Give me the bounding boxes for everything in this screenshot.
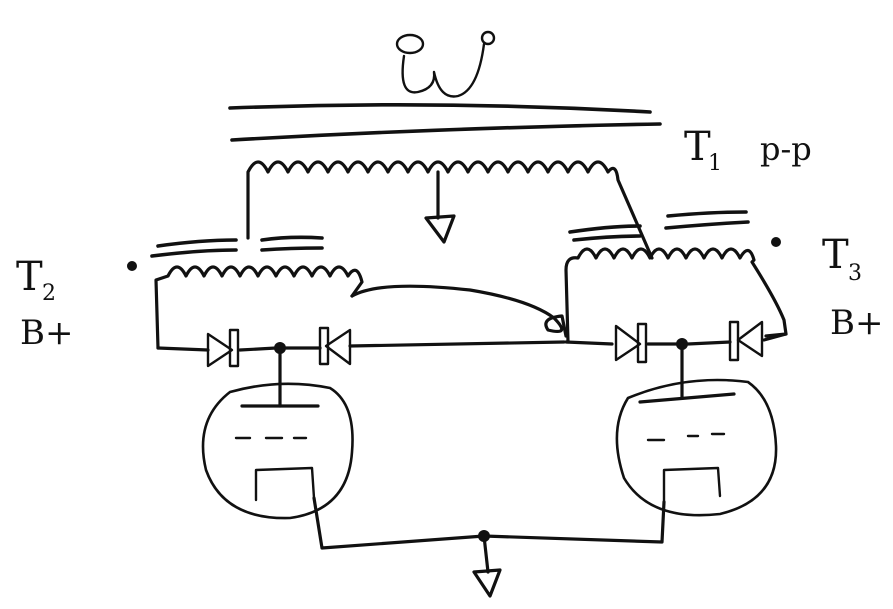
t3-core (568, 210, 750, 242)
t1-winding (246, 160, 654, 260)
t2-core (150, 235, 324, 258)
t1-note: p-p (760, 130, 812, 168)
vacuum-tube-icon (615, 342, 778, 517)
speaker-icon (395, 30, 496, 98)
bplus-right-label: B+ (830, 303, 883, 343)
t1-label: T (684, 124, 711, 170)
t1-subscript: 1 (708, 151, 722, 176)
diode-icon (318, 326, 352, 366)
t2-subscript: 2 (42, 281, 56, 306)
ground-icon (424, 214, 456, 244)
crossover-wire (350, 284, 568, 338)
t1-core (228, 103, 662, 142)
junction-dot (478, 530, 490, 542)
bplus-left-label: B+ (20, 313, 73, 353)
diode-icon (728, 320, 764, 362)
t2-winding (154, 265, 364, 350)
t3-label: T (822, 232, 849, 278)
t3-subscript: 3 (848, 261, 862, 286)
t2-label: T (16, 254, 43, 300)
right-rail (564, 332, 788, 346)
diode-icon (206, 328, 240, 368)
ground-icon (472, 568, 502, 598)
phase-dot-t2 (127, 261, 137, 271)
left-rail (156, 340, 566, 352)
t3-winding (564, 247, 788, 344)
phase-dot-t3 (771, 237, 781, 247)
diode-icon (614, 322, 648, 364)
vacuum-tube-icon (201, 346, 354, 520)
